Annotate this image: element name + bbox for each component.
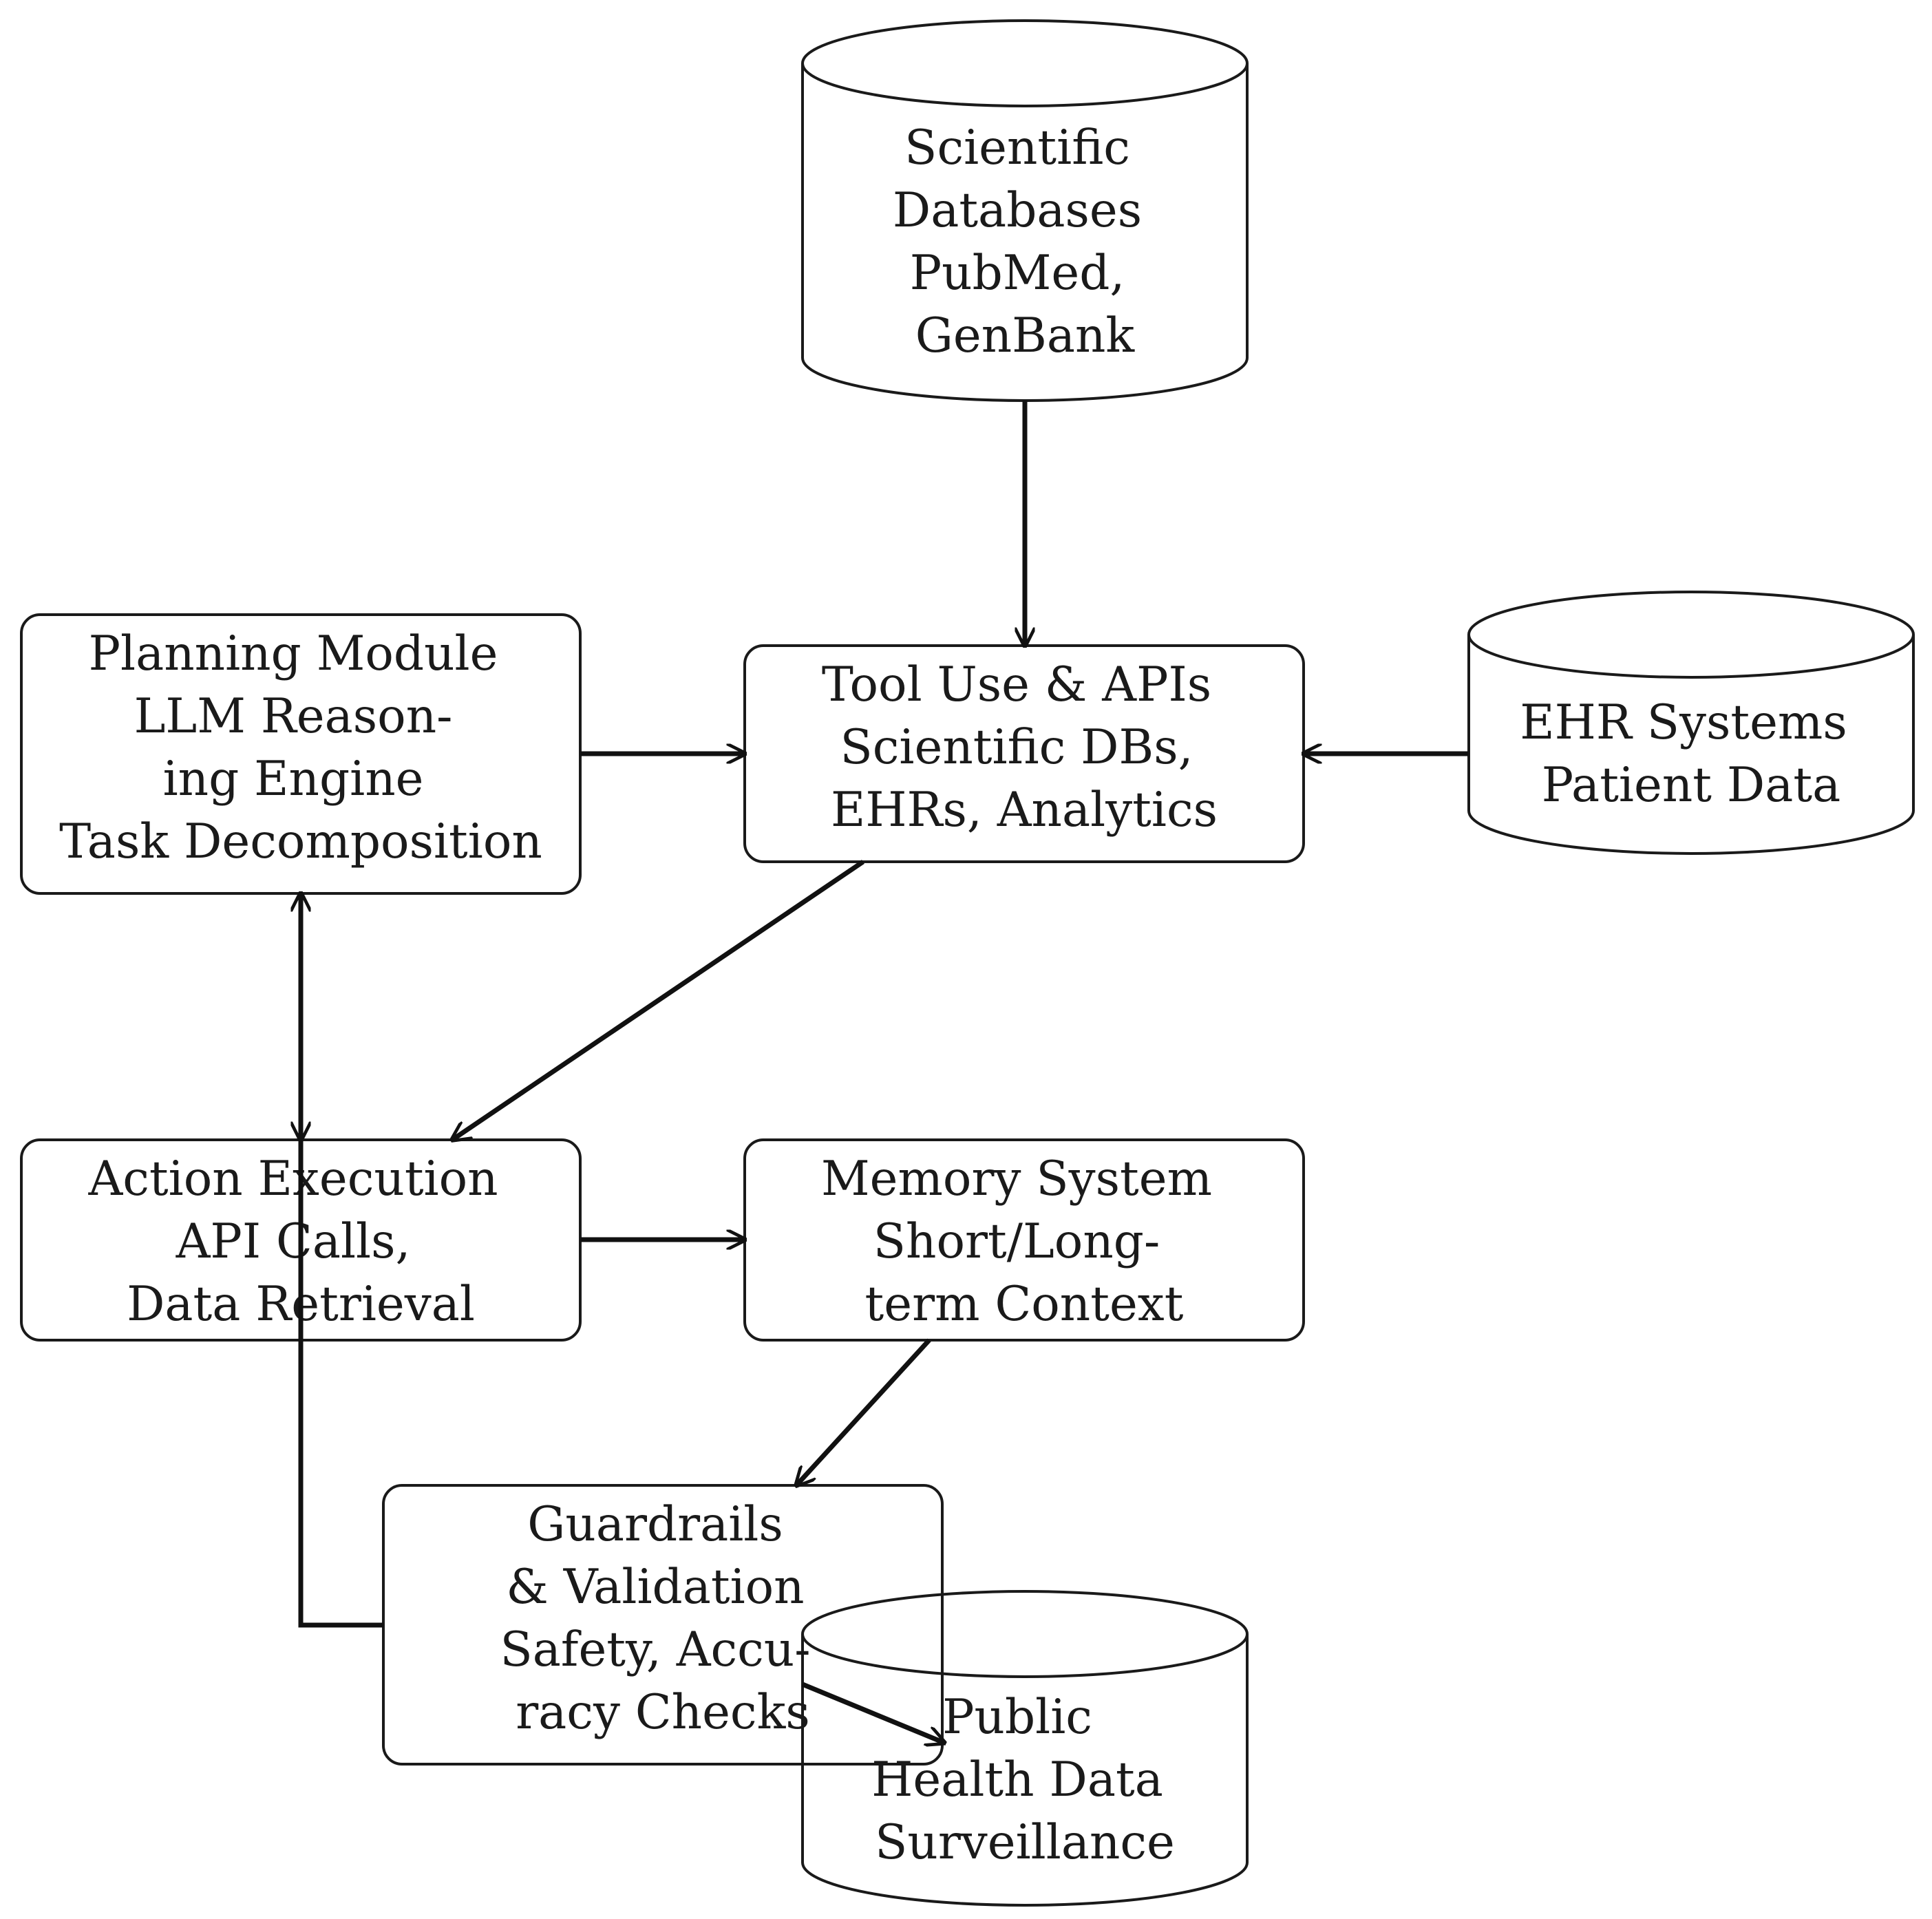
node-text-line: Short/Long- [873,1214,1160,1269]
node-planning-module: Planning Module LLM Reason- ing Engine T… [20,613,582,895]
node-text-line: Safety, Accu- [500,1622,811,1677]
node-text-line: ing Engine [163,752,424,807]
node-text-line: Task Decomposition [59,814,542,869]
node-text-line: Scientific DBs, [840,720,1193,775]
node-scientific-databases: Scientific Databases PubMed, GenBank [801,19,1249,402]
edge-tool-use-to-action-execution [452,860,864,1140]
node-text-line: & Validation [506,1560,804,1615]
node-text: Memory System Short/Long- term Context [821,1152,1227,1332]
node-public-health: Public Health Data Surveillance [801,1590,1249,1907]
node-text-line: Guardrails [527,1497,783,1552]
node-text: EHR Systems Patient Data [1520,695,1862,813]
node-text: Public Health Data Surveillance [871,1690,1178,1870]
edge-guardrails-to-planning-module [298,896,383,1628]
node-text-line: Scientific [904,120,1130,176]
node-text-line: PubMed, [910,246,1125,301]
node-text-line: Planning Module [89,626,498,681]
node-text-line: LLM Reason- [134,689,453,744]
node-text-line: Surveillance [875,1815,1175,1870]
node-ehr-systems: EHR Systems Patient Data [1467,591,1915,855]
node-tool-use: Tool Use & APIs Scientific DBs, EHRs, An… [743,644,1305,863]
node-text-line: Tool Use & APIs [822,657,1211,712]
node-text-line: Patient Data [1542,758,1841,813]
node-text-line: GenBank [915,308,1136,363]
node-text-line: EHRs, Analytics [831,783,1218,838]
edge-memory-system-to-guardrails [796,1338,931,1485]
node-text-line: racy Checks [516,1685,810,1740]
node-guardrails: Guardrails & Validation Safety, Accu- ra… [382,1484,944,1766]
node-text-line: EHR Systems [1520,695,1847,750]
node-text-line: Health Data [871,1752,1163,1807]
node-text: Scientific Databases PubMed, GenBank [893,120,1157,363]
node-text-line: Public [942,1690,1092,1745]
node-text: Tool Use & APIs Scientific DBs, EHRs, An… [822,657,1227,838]
node-text-line: Databases [893,183,1142,238]
node-text-line: term Context [865,1277,1184,1332]
node-text-line: API Calls, [176,1214,411,1269]
node-text: Guardrails & Validation Safety, Accu- ra… [500,1497,826,1740]
node-text: Planning Module LLM Reason- ing Engine T… [59,626,542,869]
node-text-line: Action Execution [87,1152,498,1207]
node-memory-system: Memory System Short/Long- term Context [743,1138,1305,1342]
edge-guardrails-to-public-health [801,1682,944,1743]
node-text-line: Memory System [821,1152,1212,1207]
